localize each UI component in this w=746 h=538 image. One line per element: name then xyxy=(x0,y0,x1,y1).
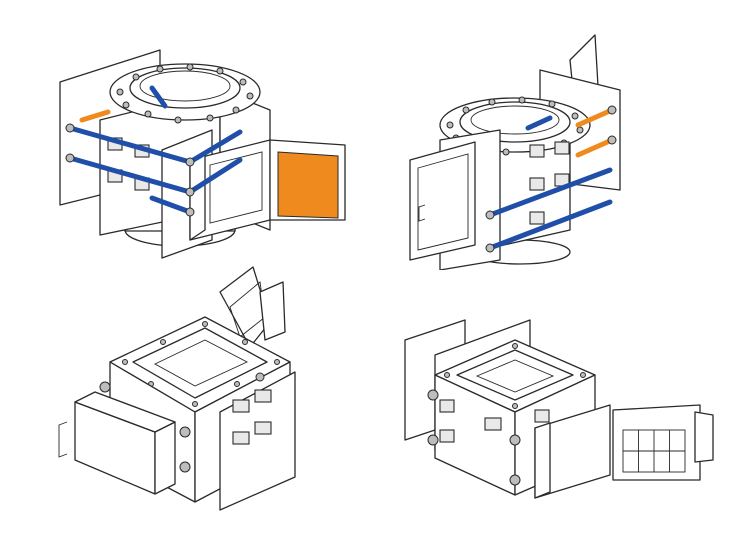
view-square-open-door xyxy=(395,300,725,510)
view-square-closed-door xyxy=(55,262,355,512)
view-tubular-closed-door xyxy=(400,30,730,270)
view-tubular-open-door xyxy=(40,30,370,260)
